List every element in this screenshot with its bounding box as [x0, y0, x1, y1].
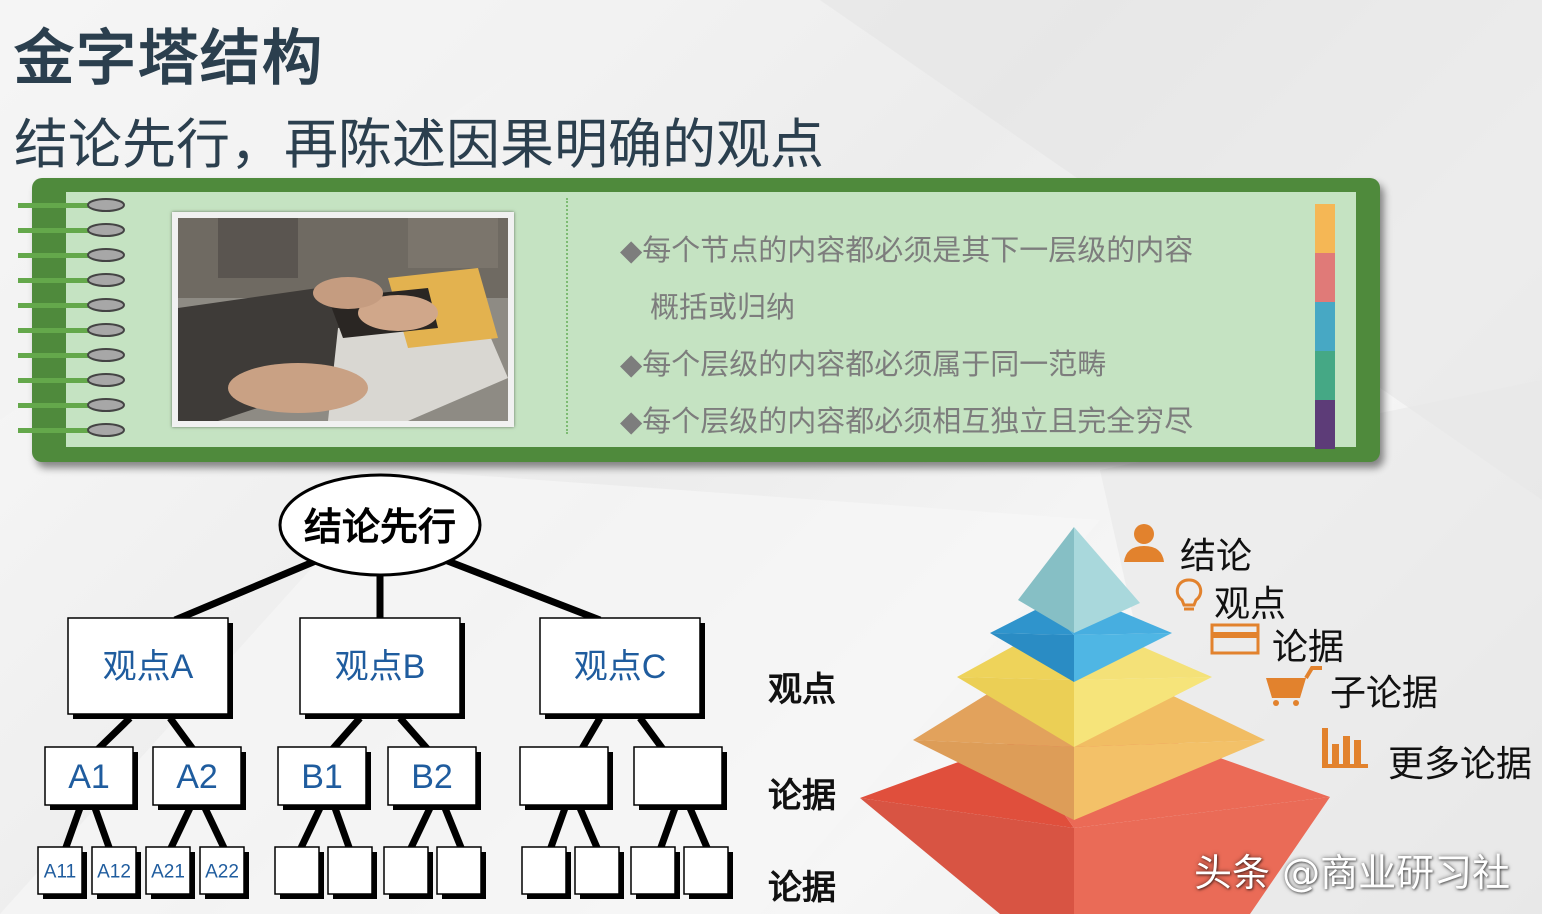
color-tab: [1315, 400, 1335, 449]
binding-ring: [87, 248, 125, 262]
level3-node: [145, 846, 191, 895]
pyramid-label-viewpoint: 观点: [1214, 584, 1287, 625]
binding-ring: [87, 323, 125, 337]
lightbulb-icon: [1175, 578, 1203, 611]
binding-ring: [87, 298, 125, 312]
level2-node: [387, 746, 477, 806]
pyramid-label-argument: 论据: [1272, 627, 1345, 668]
bullet-item: ◆每个层级的内容都必须相互独立且完全穷尽: [620, 404, 1194, 438]
side-label-argument: 论据: [768, 776, 836, 816]
level3-node: [436, 846, 482, 895]
level3-node-label: A11: [44, 861, 76, 882]
binding-ring: [87, 223, 125, 237]
level1-node-label: 观点B: [335, 648, 426, 686]
pyramid-chart: [860, 527, 1330, 914]
business-photo: [172, 212, 514, 427]
binding-ring: [87, 273, 125, 287]
binding-ring: [87, 348, 125, 362]
pyramid-tree-diagram: 结论先行 观点A 观点B 观点C A1 A2 B1 B2 A11 A12 A21 A22: [37, 473, 733, 899]
pyramid-label-sub-argument: 子论据: [1330, 673, 1439, 714]
level2-node: [277, 746, 367, 806]
level2-node-label: B1: [301, 758, 343, 796]
level1-node: [539, 617, 701, 715]
root-node: [278, 473, 482, 577]
spiral-binding-icon: [18, 198, 125, 437]
level2-node-label: A1: [68, 758, 110, 796]
level3-node: [683, 846, 729, 895]
root-node-label: 结论先行: [304, 505, 456, 549]
side-label-viewpoint: 观点: [768, 670, 836, 710]
level3-node: [199, 846, 245, 895]
level3-node: [274, 846, 320, 895]
page-title: 金字塔结构: [14, 24, 324, 94]
level3-node-label: A22: [205, 861, 239, 882]
level2-node-label: A2: [176, 758, 218, 796]
bullet-list: ◆每个节点的内容都必须是其下一层级的内容 概括或归纳 ◆每个层级的内容都必须属于…: [620, 222, 1300, 450]
card-divider: [566, 198, 568, 434]
level3-node-label: A12: [97, 861, 131, 882]
binding-ring: [87, 398, 125, 412]
level3-node-label: A21: [151, 861, 185, 882]
binding-ring: [87, 373, 125, 387]
person-icon: [1124, 524, 1164, 562]
bullet-item-continuation: 概括或归纳: [650, 290, 796, 324]
page-subtitle: 结论先行，再陈述因果明确的观点: [14, 113, 824, 176]
level3-node: [37, 846, 83, 895]
level2-node: [44, 746, 134, 806]
pyramid-label-more-arguments: 更多论据: [1388, 744, 1533, 785]
side-label-argument-2: 论据: [768, 868, 836, 908]
color-tab: [1315, 253, 1335, 302]
level2-node: [519, 746, 609, 806]
binding-ring: [87, 423, 125, 437]
color-tab: [1315, 302, 1335, 351]
level1-node: [299, 617, 461, 715]
level3-node: [383, 846, 429, 895]
cart-icon: [1266, 666, 1322, 706]
level2-node-label: B2: [411, 758, 453, 796]
level3-node: [327, 846, 373, 895]
level1-node: [67, 617, 229, 715]
level1-node-label: 观点C: [574, 648, 667, 686]
color-tab: [1315, 351, 1335, 400]
level3-node: [91, 846, 137, 895]
level2-node: [633, 746, 723, 806]
level3-node: [630, 846, 676, 895]
level3-node: [521, 846, 567, 895]
bullet-item: ◆每个节点的内容都必须是其下一层级的内容: [620, 233, 1194, 267]
bullet-item: ◆每个层级的内容都必须属于同一范畴: [620, 347, 1107, 381]
level3-node: [574, 846, 620, 895]
binding-ring: [87, 198, 125, 212]
level1-node-label: 观点A: [103, 648, 194, 686]
pyramid-layer-top: [1018, 527, 1140, 633]
color-tab: [1315, 204, 1335, 253]
level2-node: [152, 746, 242, 806]
bar-chart-icon: [1322, 728, 1368, 768]
color-tabs: [1315, 204, 1335, 449]
card-icon: [1210, 623, 1260, 655]
pyramid-label-conclusion: 结论: [1180, 536, 1253, 577]
watermark: 头条 @商业研习社: [1194, 851, 1511, 895]
